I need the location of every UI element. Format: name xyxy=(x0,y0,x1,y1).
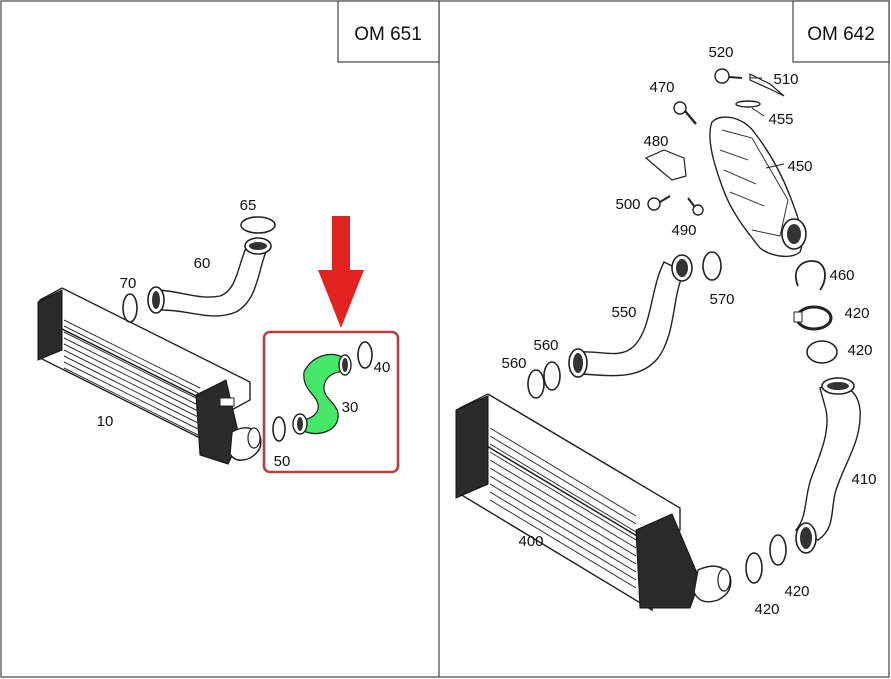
seal-ring-420-c xyxy=(769,534,787,566)
label-470: 470 xyxy=(649,79,674,96)
seal-ring-420-d xyxy=(745,552,763,584)
label-490: 490 xyxy=(671,222,696,239)
seal-ring-70 xyxy=(122,293,138,323)
bracket-480 xyxy=(644,149,687,181)
label-40: 40 xyxy=(374,359,391,376)
label-510: 510 xyxy=(773,71,798,88)
hose-clamp-420 xyxy=(793,305,833,331)
air-housing-450 xyxy=(709,116,807,258)
label-570: 570 xyxy=(709,291,734,308)
bolt-520 xyxy=(714,68,743,84)
seal-455 xyxy=(735,100,761,108)
label-400: 400 xyxy=(518,533,543,550)
label-550: 550 xyxy=(611,304,636,321)
charge-pipe-410 xyxy=(794,377,861,554)
label-450: 450 xyxy=(787,158,812,175)
seal-ring-65 xyxy=(240,216,276,234)
bolt-470 xyxy=(673,101,697,125)
seal-ring-560-upper xyxy=(543,361,561,391)
engine-code-box-om651: OM 651 xyxy=(337,0,440,63)
spring-clip-460 xyxy=(795,260,826,291)
leader-lines xyxy=(750,77,785,169)
label-500: 500 xyxy=(615,196,640,213)
down-arrow-icon xyxy=(318,216,364,328)
seal-ring-560-lower xyxy=(527,369,545,399)
label-50: 50 xyxy=(274,453,291,470)
label-60: 60 xyxy=(194,255,211,272)
charge-pipe-550 xyxy=(568,254,693,378)
engine-code-om651: OM 651 xyxy=(354,24,422,45)
seal-ring-40 xyxy=(357,341,373,369)
seal-ring-50 xyxy=(272,416,286,442)
bracket-510 xyxy=(749,73,785,97)
intercooler-400 xyxy=(455,393,732,612)
highlight-callout-box xyxy=(262,330,400,474)
intercooler-10 xyxy=(37,287,262,465)
engine-code-om642: OM 642 xyxy=(807,24,875,45)
label-70: 70 xyxy=(120,275,137,292)
label-480: 480 xyxy=(643,133,668,150)
label-560-upper: 560 xyxy=(533,337,558,354)
seal-ring-570 xyxy=(702,251,722,281)
label-410: 410 xyxy=(851,471,876,488)
label-520: 520 xyxy=(708,44,733,61)
charge-pipe-60 xyxy=(147,237,272,317)
label-420-lower-right: 420 xyxy=(784,583,809,600)
label-420-ring: 420 xyxy=(847,342,872,359)
bolt-500 xyxy=(647,195,671,211)
label-460: 460 xyxy=(829,267,854,284)
label-560-lower: 560 xyxy=(501,355,526,372)
label-420-lower-left: 420 xyxy=(754,601,779,618)
label-65: 65 xyxy=(240,197,257,214)
label-455: 455 xyxy=(768,111,793,128)
label-30: 30 xyxy=(342,399,359,416)
seal-ring-420-a xyxy=(806,340,838,364)
charge-hose-30-highlighted xyxy=(292,353,352,435)
engine-code-box-om642: OM 642 xyxy=(792,0,890,63)
label-10: 10 xyxy=(97,413,114,430)
label-420-clamp: 420 xyxy=(844,305,869,322)
bolt-490 xyxy=(687,197,704,216)
